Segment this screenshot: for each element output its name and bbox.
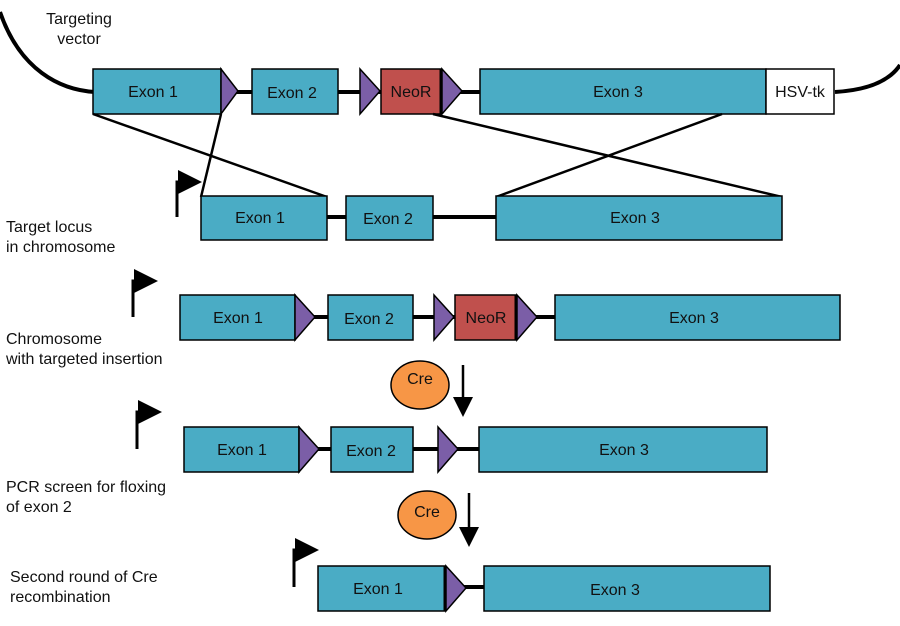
loxp-site: [433, 293, 456, 343]
promoter-arrow-icon: [175, 170, 202, 217]
exon2-box: [251, 68, 339, 115]
vector-backbone-right: [834, 63, 900, 94]
exon1-label: Exon 1: [128, 84, 178, 101]
cre-enzyme-icon: [397, 490, 457, 540]
svg-text:Exon 3: Exon 3: [669, 310, 719, 327]
loxp-site: [294, 293, 317, 343]
cre-enzyme-icon: [390, 360, 450, 410]
neor-box: [454, 294, 517, 341]
promoter-arrow-icon: [135, 400, 162, 449]
exon3-box: [495, 195, 783, 241]
exon2-box: [330, 426, 414, 473]
neor-box: [380, 68, 442, 115]
loxp-site: [220, 66, 239, 117]
hsvtk-box: [765, 68, 835, 115]
loxp-site: [298, 425, 321, 475]
svg-text:Exon 3: Exon 3: [590, 582, 640, 599]
promoter-arrow-icon: [292, 538, 319, 587]
cre-step-1: Cre: [390, 360, 473, 417]
loxp-site: [445, 564, 468, 614]
pcr-screen-row: Exon 1 Exon 2 Exon 3: [88, 400, 820, 475]
svg-text:Exon 3: Exon 3: [599, 442, 649, 459]
svg-text:Exon 1: Exon 1: [217, 442, 267, 459]
second-round-row: Exon 1 Exon 3: [220, 538, 830, 614]
exon3-box: [479, 68, 767, 115]
svg-text:Exon 1: Exon 1: [353, 581, 403, 598]
exon3-box: [478, 426, 768, 473]
exon2-label: Exon 2: [267, 85, 317, 102]
exon3-box: [554, 294, 841, 341]
vector-backbone-left: [0, 11, 96, 94]
neor-label: NeoR: [391, 84, 432, 101]
exon1-box: [183, 426, 300, 473]
promoter-arrow-icon: [131, 269, 158, 317]
exon2-box: [345, 195, 434, 241]
svg-text:Exon 2: Exon 2: [346, 443, 396, 460]
svg-text:Exon 3: Exon 3: [610, 210, 660, 227]
homologous-recombination-lines: [92, 112, 783, 199]
hsvtk-label: HSV-tk: [775, 84, 826, 101]
targeted-insertion-row: Exon 1 Exon 2 NeoR Exon 3: [90, 269, 895, 343]
targeting-vector-row: Exon 1 Exon 2 NeoR Exon 3 HSV-tk: [0, 11, 900, 117]
target-locus-row: Exon 1 Exon 2 Exon 3: [100, 170, 880, 241]
svg-text:Exon 1: Exon 1: [213, 310, 263, 327]
svg-text:Exon 2: Exon 2: [363, 211, 413, 228]
exon1-box: [200, 195, 328, 241]
exon1-box: [317, 565, 446, 612]
loxp-site: [441, 67, 464, 117]
exon1-box: [92, 68, 222, 115]
svg-text:Exon 2: Exon 2: [344, 311, 394, 328]
loxp-site: [437, 425, 460, 475]
exon2-box: [327, 294, 414, 341]
cre-step-2: Cre: [397, 490, 479, 547]
exon3-box: [483, 565, 771, 612]
loxp-site: [516, 293, 539, 343]
svg-text:Cre: Cre: [414, 504, 440, 521]
loxp-site: [359, 67, 382, 117]
svg-text:Exon 1: Exon 1: [235, 210, 285, 227]
svg-text:NeoR: NeoR: [466, 310, 507, 327]
exon3-label: Exon 3: [593, 84, 643, 101]
svg-text:Cre: Cre: [407, 371, 433, 388]
